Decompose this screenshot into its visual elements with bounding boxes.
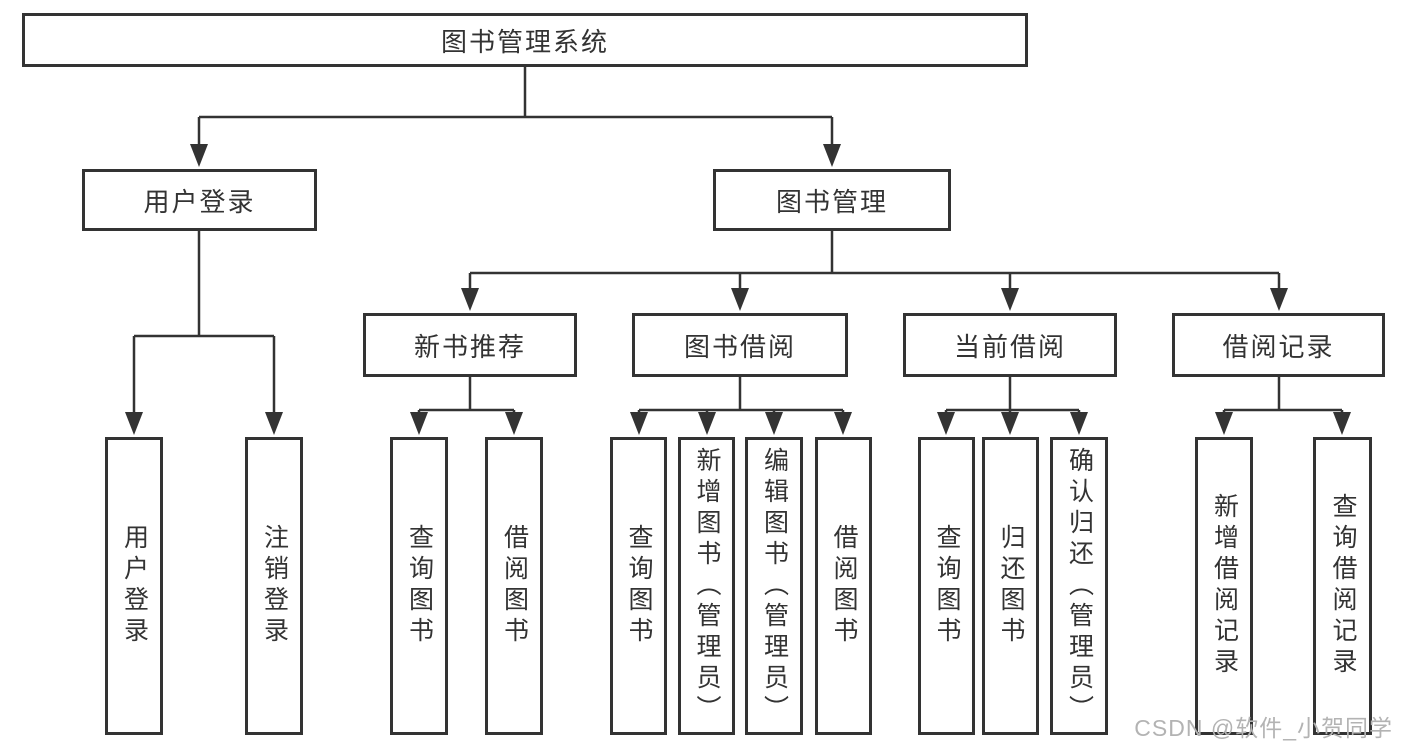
leaf-add-borrow-record: 新增借阅记录 — [1195, 437, 1253, 735]
leaf-add-books-admin-label: 新增图书（管理员） — [693, 446, 721, 726]
leaf-logout: 注销登录 — [245, 437, 303, 735]
arrowhead — [698, 412, 716, 435]
leaf-user-login-label: 用户登录 — [120, 524, 149, 648]
leaf-borrow-books-label: 借阅图书 — [830, 524, 858, 648]
arrowhead — [937, 412, 955, 435]
leaf-add-books-admin: 新增图书（管理员） — [678, 437, 735, 735]
node-borrow-records: 借阅记录 — [1172, 313, 1385, 377]
leaf-borrow-books-recommend: 借阅图书 — [485, 437, 543, 735]
node-book-management-label: 图书管理 — [775, 186, 888, 217]
connector-root-to-level2 — [197, 66, 834, 146]
leaf-query-borrow-record-label: 查询借阅记录 — [1329, 493, 1357, 679]
node-current-borrow: 当前借阅 — [903, 313, 1117, 377]
node-library-management-system: 图书管理系统 — [22, 13, 1028, 67]
node-book-management: 图书管理 — [713, 169, 951, 231]
leaf-query-books-borrow: 查询图书 — [610, 437, 667, 735]
node-user-login-group-label: 用户登录 — [143, 186, 256, 217]
leaf-add-borrow-record-label: 新增借阅记录 — [1210, 493, 1239, 679]
node-borrow-records-label: 借阅记录 — [1222, 331, 1335, 362]
connector-book-borrow-group — [637, 377, 845, 414]
leaf-confirm-return-admin-label: 确认归还（管理员） — [1065, 446, 1094, 726]
node-current-borrow-label: 当前借阅 — [953, 331, 1066, 362]
arrowhead — [1001, 288, 1019, 311]
connector-user-login-group — [132, 231, 276, 413]
arrowhead — [765, 412, 783, 435]
arrowhead — [1215, 412, 1233, 435]
leaf-logout-label: 注销登录 — [260, 524, 289, 648]
node-book-borrow: 图书借阅 — [632, 313, 848, 377]
connector-borrow-records-group — [1222, 377, 1344, 414]
arrowhead — [823, 144, 841, 167]
leaf-query-books-current: 查询图书 — [918, 437, 975, 735]
leaf-user-login: 用户登录 — [105, 437, 163, 735]
node-new-book-recommend-label: 新书推荐 — [413, 331, 526, 362]
arrowhead — [1070, 412, 1088, 435]
connector-new-book-group — [417, 377, 516, 414]
arrowhead — [1001, 412, 1019, 435]
leaf-confirm-return-admin: 确认归还（管理员） — [1050, 437, 1108, 735]
leaf-query-books-recommend: 查询图书 — [390, 437, 448, 735]
arrowhead — [190, 144, 208, 167]
leaf-edit-books-admin: 编辑图书（管理员） — [745, 437, 803, 735]
csdn-watermark: CSDN @软件_小贺同学 — [1134, 715, 1393, 741]
arrowhead — [410, 412, 428, 435]
leaf-borrow-books-recommend-label: 借阅图书 — [500, 524, 529, 648]
leaf-query-books-borrow-label: 查询图书 — [625, 524, 653, 648]
node-new-book-recommend: 新书推荐 — [363, 313, 577, 377]
node-book-borrow-label: 图书借阅 — [683, 331, 796, 362]
leaf-query-borrow-record: 查询借阅记录 — [1313, 437, 1372, 735]
leaf-borrow-books: 借阅图书 — [815, 437, 872, 735]
node-library-management-system-label: 图书管理系统 — [440, 26, 609, 57]
arrowhead — [505, 412, 523, 435]
leaf-query-books-recommend-label: 查询图书 — [405, 524, 434, 648]
node-user-login-group: 用户登录 — [82, 169, 317, 231]
connector-book-management-group — [468, 231, 1281, 290]
connector-current-borrow-group — [944, 377, 1081, 414]
arrowhead — [834, 412, 852, 435]
arrowhead — [1333, 412, 1351, 435]
arrowhead — [630, 412, 648, 435]
leaf-return-books-label: 归还图书 — [997, 524, 1025, 648]
arrowhead — [265, 412, 283, 435]
leaf-query-books-current-label: 查询图书 — [933, 524, 961, 648]
leaf-return-books: 归还图书 — [982, 437, 1039, 735]
arrowhead — [731, 288, 749, 311]
arrowhead — [125, 412, 143, 435]
arrowhead — [1270, 288, 1288, 311]
arrowhead — [461, 288, 479, 311]
leaf-edit-books-admin-label: 编辑图书（管理员） — [760, 446, 789, 726]
